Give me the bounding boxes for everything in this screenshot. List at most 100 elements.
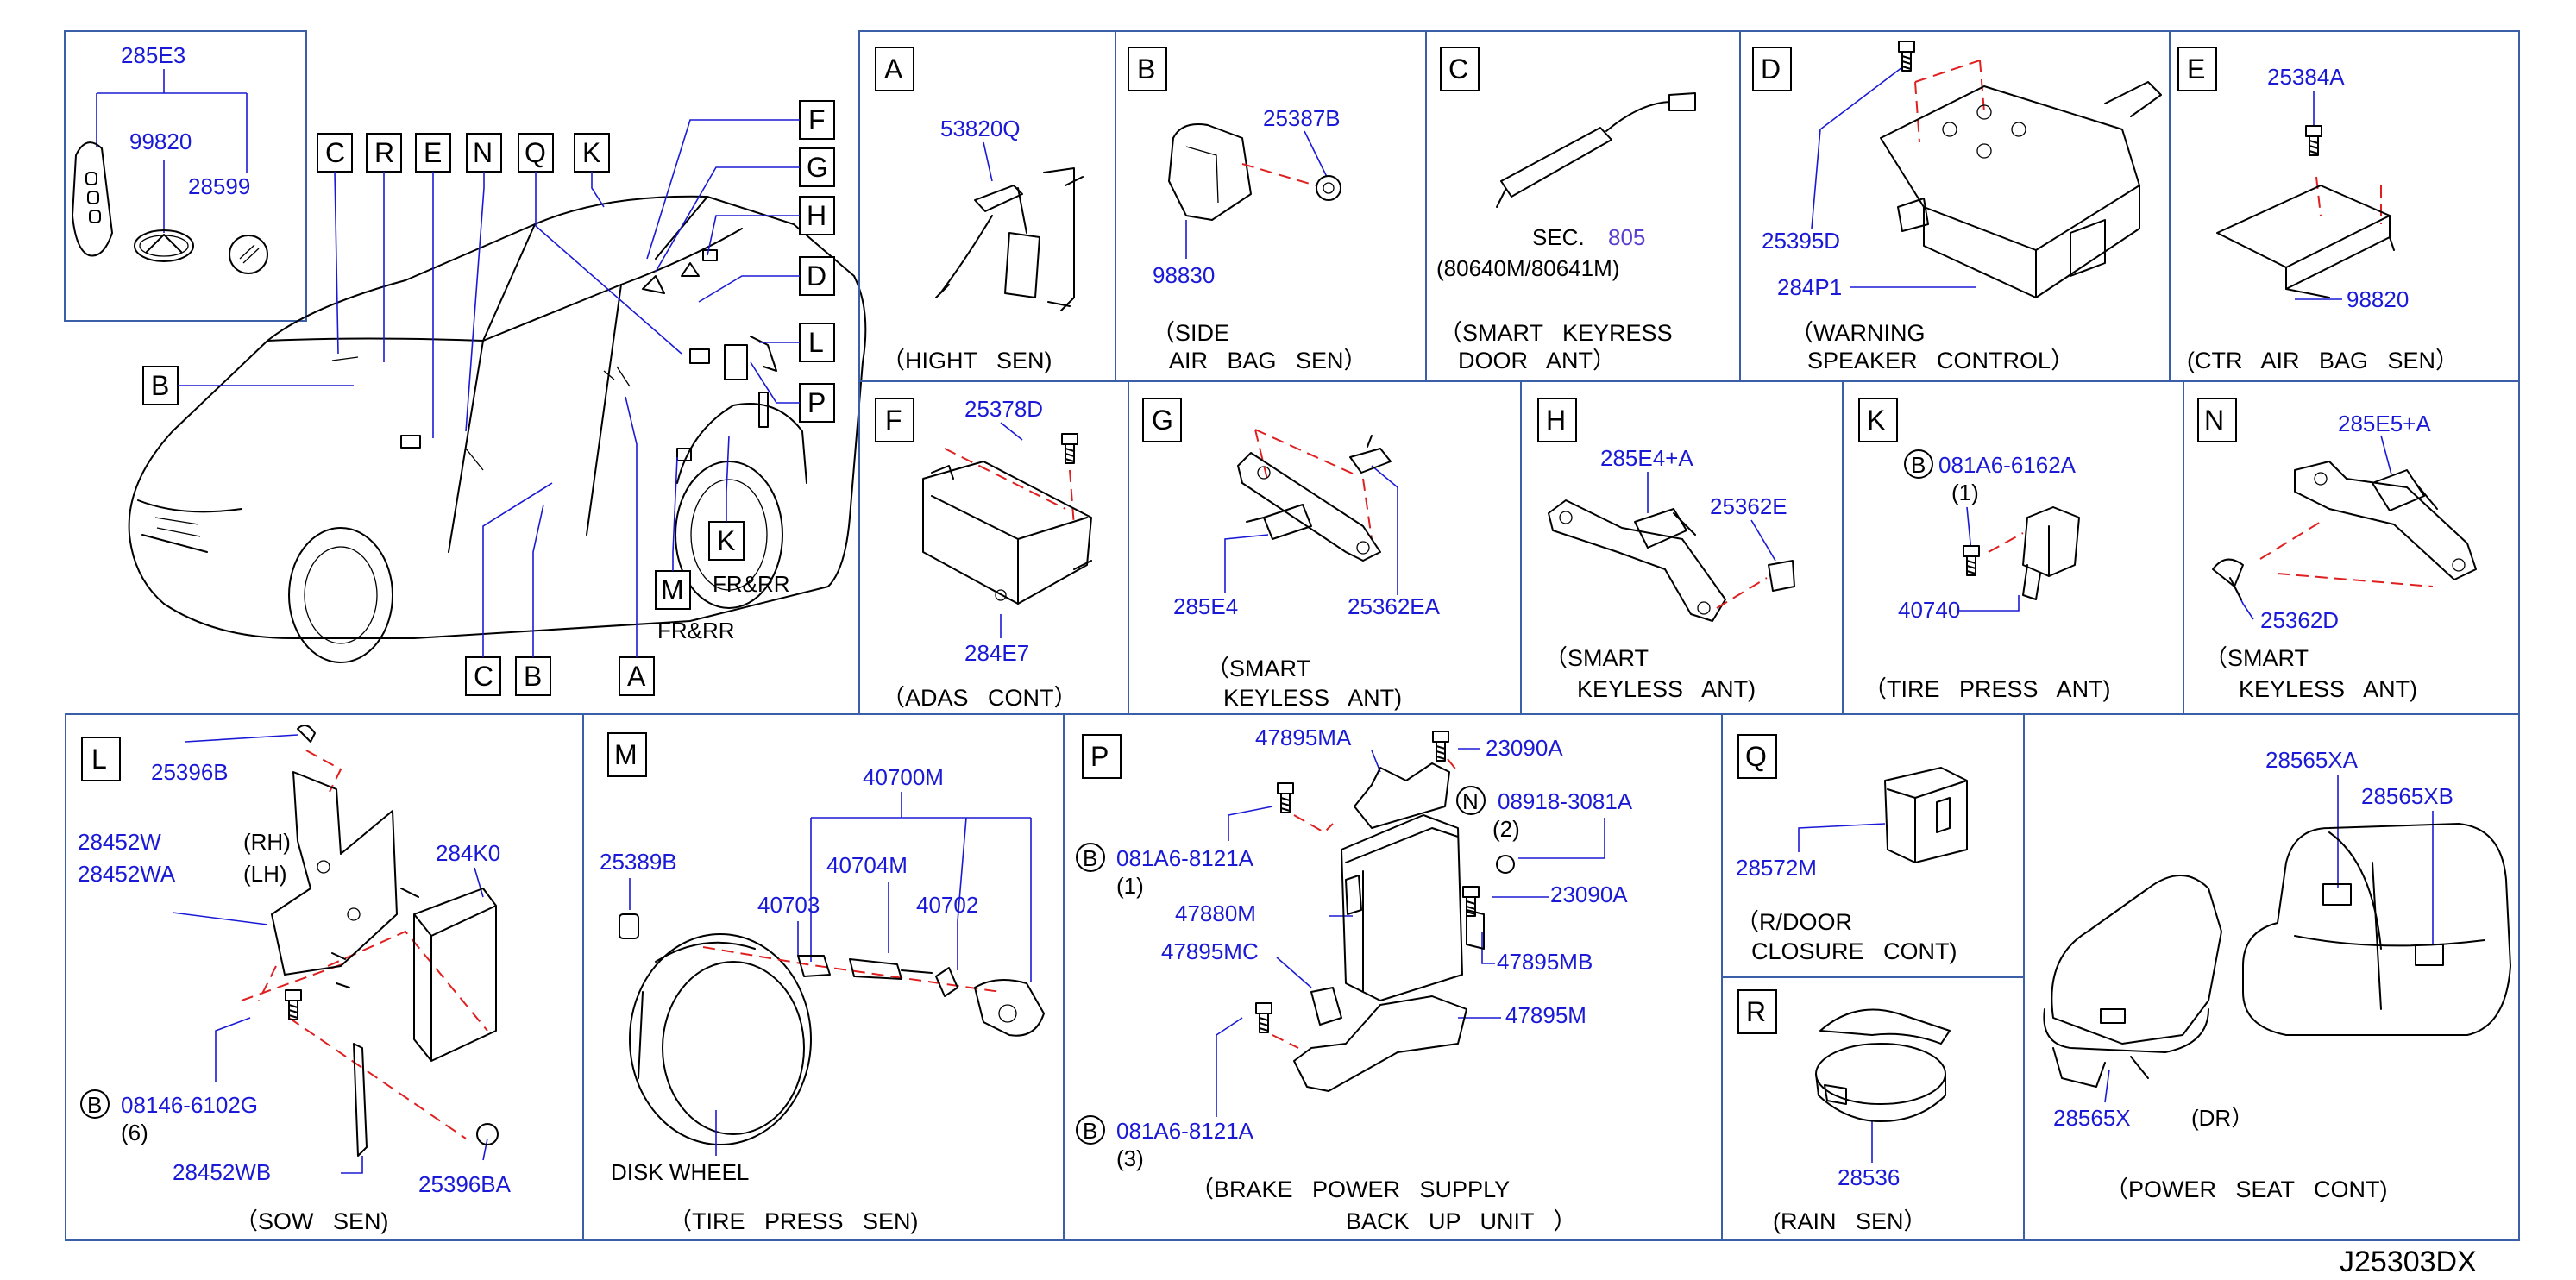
g-antenna-drawing [1237, 429, 1392, 562]
panel-grid-lines [65, 30, 2520, 1241]
part-99820[interactable]: 99820 [129, 129, 192, 154]
part-98820[interactable]: 98820 [2347, 286, 2409, 312]
part-40700M[interactable]: 40700M [863, 764, 944, 790]
part-285E5plusA[interactable]: 285E5+A [2338, 411, 2431, 436]
svg-text:B: B [87, 1092, 102, 1118]
part-23090A-mid[interactable]: 23090A [1550, 882, 1628, 907]
side-airbag-sensor-drawing [1168, 123, 1341, 221]
part-53820Q[interactable]: 53820Q [940, 116, 1021, 141]
part-08918-3081A[interactable]: 08918-3081A [1498, 788, 1633, 814]
sec-number[interactable]: 805 [1608, 224, 1645, 250]
overview-label-g[interactable]: G [799, 147, 835, 187]
panel-r-caption: (RAIN SEN） [1773, 1208, 1927, 1234]
panel-f: F 25378D 284E7 （ADAS CONT） [875, 396, 1092, 711]
part-25378D[interactable]: 25378D [964, 396, 1043, 422]
svg-text:L: L [91, 744, 107, 775]
part-40703[interactable]: 40703 [757, 892, 820, 918]
overview-label-m[interactable]: M [655, 570, 691, 610]
overview-label-r[interactable]: R [366, 133, 402, 173]
part-40702[interactable]: 40702 [916, 892, 978, 918]
overview-label-f[interactable]: F [799, 100, 835, 140]
part-284K0[interactable]: 284K0 [436, 840, 500, 866]
part-284P1[interactable]: 284P1 [1777, 274, 1842, 300]
part-47895MA[interactable]: 47895MA [1255, 725, 1352, 750]
overview-label-e[interactable]: E [415, 133, 451, 173]
part-28565X[interactable]: 28565X [2053, 1105, 2131, 1131]
overview-label-p[interactable]: P [799, 383, 835, 423]
part-28452W[interactable]: 28452W [78, 829, 161, 855]
svg-text:P: P [1090, 741, 1109, 772]
part-285E4[interactable]: 285E4 [1173, 593, 1238, 619]
part-28599[interactable]: 28599 [188, 173, 250, 199]
part-23090A-top[interactable]: 23090A [1486, 735, 1563, 761]
svg-text:C: C [325, 137, 345, 168]
part-285E4plusA[interactable]: 285E4+A [1600, 445, 1693, 471]
note-lh: (LH) [243, 861, 287, 887]
overview-label-h[interactable]: H [799, 196, 835, 235]
panel-a-caption: （HIGHT SEN) [882, 348, 1052, 373]
adas-control-drawing [922, 448, 1092, 605]
part-25389B[interactable]: 25389B [600, 849, 677, 875]
part-08146-6102G[interactable]: 08146-6102G [121, 1092, 258, 1118]
part-25387B[interactable]: 25387B [1263, 105, 1341, 131]
overview-label-c-top[interactable]: C [317, 133, 353, 173]
overview-label-k-top[interactable]: K [574, 133, 610, 173]
part-40740[interactable]: 40740 [1898, 597, 1960, 623]
part-47895MB[interactable]: 47895MB [1497, 949, 1593, 975]
svg-text:N: N [1462, 788, 1479, 814]
part-25384A[interactable]: 25384A [2267, 64, 2345, 90]
overview-label-c-bottom[interactable]: C [465, 656, 501, 696]
svg-text:N: N [2204, 405, 2224, 436]
part-28572M[interactable]: 28572M [1736, 855, 1817, 881]
panel-n-letter: N [2197, 398, 2237, 442]
part-25395D[interactable]: 25395D [1762, 228, 1840, 254]
overview-label-b-bottom[interactable]: B [515, 656, 551, 696]
overview-label-l[interactable]: L [799, 323, 835, 362]
svg-text:M: M [614, 739, 638, 770]
panel-r-letter: R [1737, 989, 1777, 1034]
panel-p-letter: P [1082, 734, 1122, 779]
svg-text:H: H [807, 200, 826, 231]
part-47895MC[interactable]: 47895MC [1161, 938, 1259, 964]
panel-l-caption: （SOW SEN) [235, 1208, 389, 1234]
overview-label-k-bottom[interactable]: K [708, 521, 745, 561]
overview-label-d[interactable]: D [799, 256, 835, 296]
note-k-frrr: FR&RR [713, 571, 790, 597]
bolt-marker-k: B [1904, 449, 1933, 479]
part-081A6-6162A[interactable]: 081A6-6162A [1938, 452, 2077, 478]
part-47880M[interactable]: 47880M [1175, 900, 1256, 926]
part-40704M[interactable]: 40704M [826, 852, 908, 878]
overview-label-n[interactable]: N [466, 133, 502, 173]
part-25396BA[interactable]: 25396BA [418, 1171, 512, 1197]
svg-text:B: B [1083, 845, 1097, 871]
svg-text:A: A [884, 53, 903, 85]
part-081A6-8121A-bottom[interactable]: 081A6-8121A [1116, 1118, 1254, 1144]
part-47895M[interactable]: 47895M [1505, 1002, 1586, 1028]
qty-081A6-6162A: (1) [1951, 480, 1979, 505]
part-28452WA[interactable]: 28452WA [78, 861, 176, 887]
part-28565XB[interactable]: 28565XB [2361, 783, 2453, 809]
nut-marker-p: N [1456, 786, 1486, 815]
bolt-marker-p-top: B [1076, 843, 1105, 872]
part-28536[interactable]: 28536 [1838, 1164, 1900, 1190]
overview-label-b-left[interactable]: B [142, 366, 179, 405]
part-081A6-8121A-top[interactable]: 081A6-8121A [1116, 845, 1254, 871]
rain-sensor-drawing [1815, 1008, 1951, 1122]
n-antenna-drawing [2212, 461, 2477, 600]
part-25362E[interactable]: 25362E [1710, 493, 1787, 519]
panel-h-letter: H [1537, 398, 1577, 442]
panel-a-letter: A [875, 47, 914, 91]
part-25362EA[interactable]: 25362EA [1348, 593, 1441, 619]
part-25396B[interactable]: 25396B [151, 759, 229, 785]
part-284E7[interactable]: 284E7 [964, 640, 1029, 666]
panel-b-letter: B [1128, 47, 1167, 91]
part-25362D[interactable]: 25362D [2260, 607, 2339, 633]
part-28452WB[interactable]: 28452WB [173, 1159, 271, 1185]
part-28565XA[interactable]: 28565XA [2265, 747, 2359, 773]
overview-label-q[interactable]: Q [518, 133, 554, 173]
panel-k: K B 081A6-6162A (1) 40740 （TIRE PRESS AN… [1858, 398, 2111, 702]
part-98830[interactable]: 98830 [1153, 262, 1215, 288]
svg-text:K: K [717, 525, 735, 556]
part-285E3[interactable]: 285E3 [121, 42, 185, 68]
overview-label-a[interactable]: A [619, 656, 655, 696]
